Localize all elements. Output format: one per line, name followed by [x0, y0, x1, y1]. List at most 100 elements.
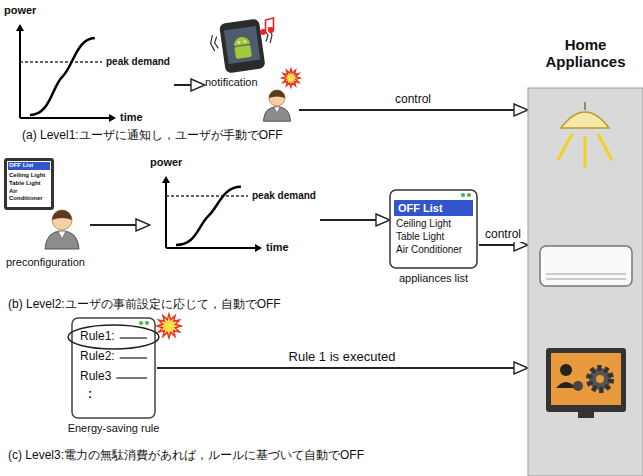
phone-screen [224, 26, 260, 64]
node-text: Energy-saving rule [67, 422, 161, 435]
peak-demand-line [166, 195, 248, 197]
ceiling-mount [584, 102, 586, 110]
android-head [233, 36, 250, 46]
person-collar [274, 107, 280, 113]
node-text: Home Appliances [528, 36, 643, 71]
android-eye [244, 40, 246, 42]
edge-label: control [393, 93, 433, 107]
node-text: : [88, 388, 92, 402]
flow-arrow [320, 219, 389, 221]
face-silhouette [556, 382, 576, 388]
node-text: Air Conditioner [9, 188, 51, 202]
light-ray [598, 134, 612, 160]
status-dot [467, 193, 471, 197]
node-text: power [150, 156, 182, 169]
status-dot [145, 321, 149, 325]
node-text: Table Light [396, 231, 444, 243]
edge-label: Rule 1 is executed [287, 350, 398, 365]
device-screen [72, 318, 155, 418]
power-curve [176, 187, 241, 245]
node-text: Ceiling Light [9, 172, 51, 179]
node-text: peak demand [106, 56, 170, 68]
tablet-body [4, 158, 54, 210]
person-body [45, 231, 79, 249]
power-chart: power peak demand time [4, 4, 172, 126]
level-caption: (b) Level2:ユーザの事前設定に応じて，自動でOFF [8, 298, 281, 312]
flow-arrow [174, 84, 204, 86]
x-axis-tip [109, 114, 116, 122]
node-text: Ceiling Light [396, 218, 451, 230]
person-head [269, 90, 285, 106]
rule-dash [120, 337, 147, 338]
android-eye [238, 41, 240, 43]
energy-saving-rule-device: Rule1:Rule2:Rule3:Energy-saving rule [72, 318, 155, 442]
flow-arrow [479, 244, 527, 246]
device-screen [390, 190, 477, 268]
node-text: time [266, 241, 289, 254]
flow-arrow [299, 109, 527, 111]
appliance-panel [528, 88, 643, 476]
light-ray [584, 136, 587, 168]
node-text: notification [205, 76, 258, 89]
power-chart: power peak demand time [150, 156, 318, 256]
person-hair [269, 90, 285, 98]
status-dot [139, 321, 143, 325]
face-silhouette [573, 381, 583, 391]
node-text: peak demand [252, 190, 316, 202]
gear [589, 368, 611, 390]
y-axis-tip [162, 176, 170, 183]
level-caption: (a) Level1:ユーザに通知し，ユーザが手動でOFF [22, 129, 283, 143]
node-text: OFF List [9, 162, 33, 169]
power-curve [30, 38, 95, 115]
tv-screen [551, 353, 621, 405]
node-text: power [4, 4, 36, 17]
edge-label: control [483, 228, 523, 242]
list-header [394, 200, 473, 216]
peak-demand-line [20, 61, 102, 63]
phone-body [219, 18, 266, 73]
ac-vent [546, 274, 626, 275]
smartphone-notification: notification [205, 18, 297, 124]
node-illustration [150, 156, 318, 256]
node-text: Air Conditioner [396, 244, 462, 256]
tablet-screen [7, 161, 51, 207]
node-illustration [528, 36, 643, 476]
preconfig-tablet: OFF ListCeiling LightTable LightAir Cond… [4, 158, 88, 254]
x-axis [20, 117, 113, 119]
y-axis-tip [16, 24, 24, 31]
rule-dash [116, 377, 147, 378]
appliances-list-device: OFF ListCeiling LightTable LightAir Cond… [390, 190, 477, 288]
node-text: Rule1: [80, 330, 115, 344]
person-hair [52, 210, 72, 220]
person-collar [58, 231, 66, 239]
node-text: time [120, 111, 143, 124]
person-body [263, 107, 290, 121]
y-axis [165, 179, 167, 248]
home-appliances-panel: Home Appliances [528, 36, 643, 476]
list-header [8, 162, 50, 170]
person-head [52, 210, 72, 230]
node-text: appliances list [390, 272, 477, 285]
node-text: Rule2: [80, 350, 115, 364]
tv-frame [546, 348, 626, 412]
node-text: Table Light [9, 180, 51, 187]
node-illustration [205, 18, 297, 124]
music-note [266, 18, 274, 32]
rule-dash [120, 357, 147, 358]
tv-stand [578, 412, 594, 418]
node-text: OFF List [398, 202, 443, 215]
air-conditioner [540, 246, 632, 286]
flow-arrow [157, 367, 527, 369]
rule-highlight [68, 325, 159, 349]
x-axis-tip [255, 244, 262, 252]
smartphone [208, 17, 276, 75]
alert-burst [282, 69, 300, 87]
flow-arrow [90, 224, 149, 226]
y-axis [19, 27, 21, 118]
vibration-mark [209, 34, 218, 51]
status-dot [461, 193, 465, 197]
icon-label: preconfiguration [6, 256, 85, 269]
light-ray [558, 134, 572, 160]
